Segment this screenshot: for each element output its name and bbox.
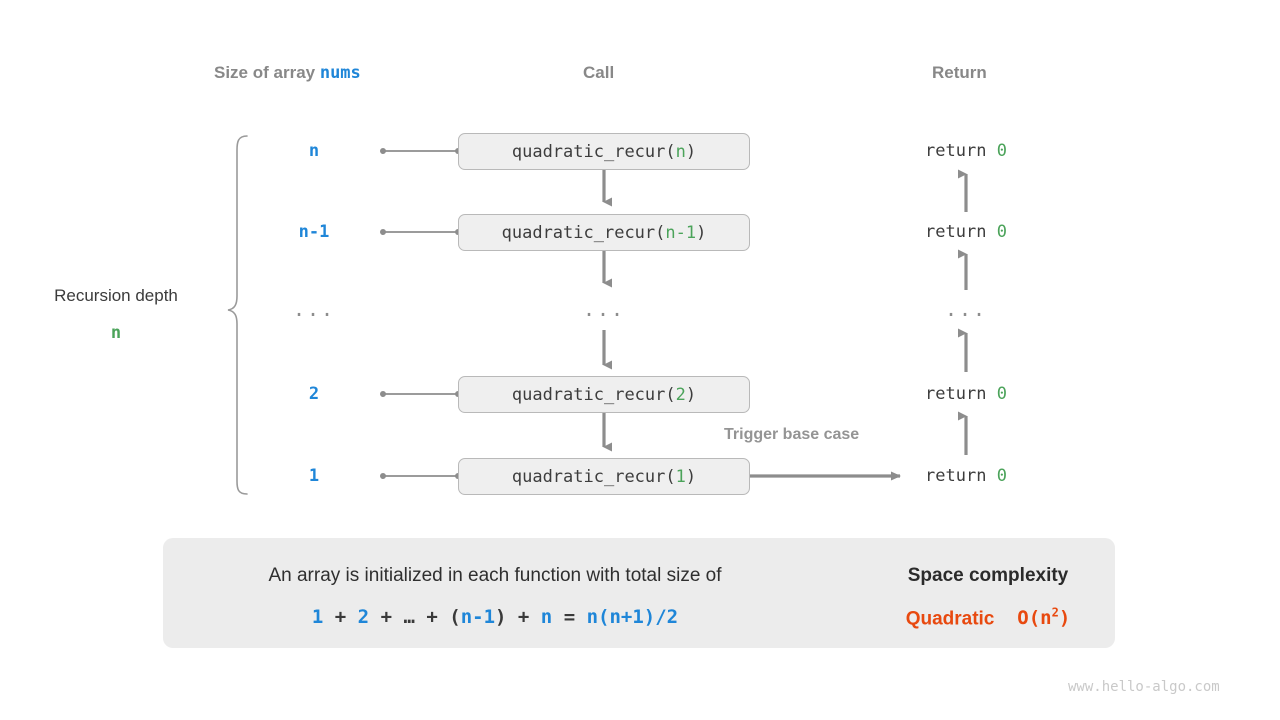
return-value: 0 (996, 384, 1007, 404)
size-label-row-3: 2 (308, 384, 320, 404)
return-keyword: return (925, 222, 997, 242)
summary-complexity-title: Space complexity (907, 565, 1069, 586)
formula-token-4: … (403, 606, 415, 628)
bigo-exponent: 2 (1051, 606, 1059, 620)
formula-token-2: 2 (357, 606, 370, 628)
call-fn-name: quadratic_recur( (511, 141, 676, 162)
formula-token-6: ( (449, 606, 461, 628)
trigger-base-case-note: Trigger base case (724, 426, 860, 443)
formula-token-12: n(n+1)/2 (586, 606, 679, 628)
return-keyword: return (925, 466, 997, 486)
summary-panel: An array is initialized in each function… (163, 538, 1115, 648)
bigo-suffix: ) (1058, 607, 1071, 630)
formula-token-1: + (323, 606, 358, 628)
summary-description: An array is initialized in each function… (268, 565, 722, 586)
return-keyword: return (925, 141, 997, 161)
formula-token-11: = (552, 606, 587, 628)
call-paren-close: ) (685, 466, 697, 487)
bigo-prefix: O(n (1017, 607, 1052, 630)
call-row-2-ellipsis: ... (582, 297, 626, 321)
recursion-depth-label: Recursion depth (54, 286, 178, 305)
return-keyword: return (925, 384, 997, 404)
call-paren-close: ) (685, 141, 697, 162)
recursion-depth-brace (227, 135, 248, 495)
summary-complexity-result: Quadratic O(n2) (863, 606, 1113, 630)
call-fn-name: quadratic_recur( (511, 384, 676, 405)
formula-token-7: n-1 (460, 606, 496, 628)
size-connector-dots (380, 148, 461, 479)
call-argument: 1 (675, 466, 686, 487)
size-label-row-0: n (308, 141, 320, 161)
complexity-bigo: O(n2) (994, 606, 1071, 630)
header-nums-code: nums (319, 63, 361, 83)
call-fn-name: quadratic_recur( (501, 222, 666, 243)
call-box-row-0[interactable]: quadratic_recur(n) (458, 133, 750, 170)
call-fn-name: quadratic_recur( (511, 466, 676, 487)
return-label-row-0: return 0 (866, 141, 1066, 161)
formula-token-10: n (540, 606, 553, 628)
complexity-word: Quadratic (905, 608, 995, 630)
formula-token-9: + (506, 606, 541, 628)
size-label-row-1: n-1 (298, 222, 330, 242)
formula-token-5: + (414, 606, 450, 628)
return-value: 0 (996, 222, 1007, 242)
call-box-row-1[interactable]: quadratic_recur(n-1) (458, 214, 750, 251)
size-label-row-4: 1 (308, 466, 320, 486)
formula-token-0: 1 (311, 606, 324, 628)
size-label-row-2-ellipsis: ... (292, 297, 336, 321)
summary-formula: 1 + 2 + … + (n-1) + n = n(n+1)/2 (190, 606, 800, 628)
header-call: Call (583, 63, 615, 82)
call-box-row-4[interactable]: quadratic_recur(1) (458, 458, 750, 495)
return-label-row-3: return 0 (866, 384, 1066, 404)
formula-token-8: ) (495, 606, 507, 628)
return-value: 0 (996, 141, 1007, 161)
header-size-of-array: Size of array nums (214, 63, 361, 83)
header-return: Return (932, 63, 987, 82)
call-paren-close: ) (685, 384, 697, 405)
watermark: www.hello-algo.com (1068, 679, 1220, 695)
call-argument: n-1 (665, 222, 697, 243)
return-value: 0 (996, 466, 1007, 486)
return-row-2-ellipsis: ... (944, 297, 988, 321)
recursion-depth-value: n (110, 323, 122, 343)
return-label-row-1: return 0 (866, 222, 1066, 242)
call-paren-close: ) (696, 222, 707, 243)
call-argument: n (675, 141, 686, 162)
call-argument: 2 (675, 384, 686, 405)
formula-token-3: + (369, 606, 404, 628)
return-label-row-4: return 0 (866, 466, 1066, 486)
header-size-prefix: Size of array (214, 63, 320, 82)
call-box-row-3[interactable]: quadratic_recur(2) (458, 376, 750, 413)
size-connector-lines (383, 150, 458, 477)
